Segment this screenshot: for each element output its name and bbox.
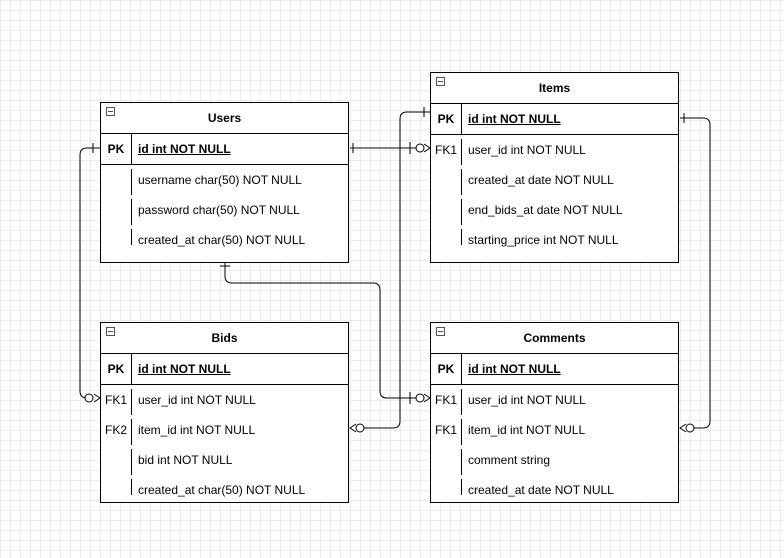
- field-label: item_id int NOT NULL: [138, 423, 256, 437]
- users-header: Users: [101, 103, 348, 134]
- field-label: password char(50) NOT NULL: [138, 203, 300, 217]
- rel-users-items[interactable]: [350, 142, 431, 154]
- key-label: [431, 195, 461, 225]
- table-title: Users: [207, 111, 242, 125]
- key-label: [101, 475, 131, 505]
- items-header: Items: [431, 73, 678, 104]
- rel-users-comments[interactable]: [220, 263, 431, 404]
- field-row[interactable]: FK1 user_id int NOT NULL: [431, 385, 678, 415]
- column-divider: [461, 389, 462, 415]
- key-label: FK1: [434, 143, 457, 157]
- column-divider: [131, 479, 132, 495]
- column-divider: [131, 134, 132, 164]
- key-label: [101, 165, 131, 195]
- table-title: Bids: [211, 331, 238, 345]
- field-label: starting_price int NOT NULL: [468, 233, 619, 247]
- column-divider: [461, 169, 462, 195]
- field-row[interactable]: end_bids_at date NOT NULL: [431, 195, 678, 225]
- column-divider: [461, 354, 462, 384]
- field-label: username char(50) NOT NULL: [138, 173, 302, 187]
- table-title: Items: [538, 81, 571, 95]
- field-label: item_id int NOT NULL: [468, 423, 586, 437]
- primary-key-row[interactable]: PK id int NOT NULL: [101, 354, 348, 385]
- field-row[interactable]: FK1 item_id int NOT NULL: [431, 415, 678, 445]
- collapse-icon[interactable]: [436, 77, 445, 86]
- rel-items-bids[interactable]: [349, 107, 430, 433]
- field-label: user_id int NOT NULL: [468, 393, 586, 407]
- column-divider: [131, 389, 132, 415]
- key-label: PK: [437, 362, 455, 376]
- key-label: [431, 475, 461, 505]
- column-divider: [131, 169, 132, 195]
- key-label: [101, 445, 131, 475]
- field-row[interactable]: comment string: [431, 445, 678, 475]
- column-divider: [131, 419, 132, 445]
- column-divider: [461, 104, 462, 134]
- field-row[interactable]: FK2 item_id int NOT NULL: [101, 415, 348, 445]
- primary-key-row[interactable]: PK id int NOT NULL: [431, 354, 678, 385]
- key-label: FK2: [104, 423, 127, 437]
- field-row[interactable]: created_at date NOT NULL: [431, 475, 678, 505]
- field-row[interactable]: FK1 user_id int NOT NULL: [431, 135, 678, 165]
- key-label: PK: [437, 112, 455, 126]
- key-label: FK1: [434, 393, 457, 407]
- key-label: [101, 195, 131, 225]
- table-title: Comments: [523, 331, 586, 345]
- field-row[interactable]: username char(50) NOT NULL: [101, 165, 348, 195]
- field-label: user_id int NOT NULL: [468, 143, 586, 157]
- field-row[interactable]: created_at char(50) NOT NULL: [101, 225, 348, 255]
- field-label: bid int NOT NULL: [138, 453, 233, 467]
- column-divider: [131, 354, 132, 384]
- column-divider: [131, 449, 132, 475]
- rel-users-bids[interactable]: [79, 143, 101, 403]
- field-row[interactable]: created_at char(50) NOT NULL: [101, 475, 348, 505]
- field-label: created_at date NOT NULL: [468, 483, 614, 497]
- rel-items-comments[interactable]: [679, 113, 711, 433]
- key-label: [101, 225, 131, 255]
- key-label: [431, 445, 461, 475]
- field-label: user_id int NOT NULL: [138, 393, 256, 407]
- field-row[interactable]: password char(50) NOT NULL: [101, 195, 348, 225]
- column-divider: [131, 199, 132, 225]
- column-divider: [461, 229, 462, 245]
- key-label: PK: [107, 142, 125, 156]
- column-divider: [461, 199, 462, 225]
- key-label: [431, 225, 461, 255]
- column-divider: [461, 479, 462, 495]
- collapse-icon[interactable]: [106, 327, 115, 336]
- field-label: created_at date NOT NULL: [468, 173, 614, 187]
- field-label: id int NOT NULL: [468, 362, 561, 376]
- field-label: created_at char(50) NOT NULL: [138, 233, 306, 247]
- key-label: FK1: [434, 423, 457, 437]
- primary-key-row[interactable]: PK id int NOT NULL: [101, 134, 348, 165]
- column-divider: [461, 139, 462, 165]
- field-row[interactable]: FK1 user_id int NOT NULL: [101, 385, 348, 415]
- bids-header: Bids: [101, 323, 348, 354]
- collapse-icon[interactable]: [436, 327, 445, 336]
- primary-key-row[interactable]: PK id int NOT NULL: [431, 104, 678, 135]
- key-label: [431, 165, 461, 195]
- column-divider: [461, 419, 462, 445]
- field-row[interactable]: starting_price int NOT NULL: [431, 225, 678, 255]
- field-label: created_at char(50) NOT NULL: [138, 483, 306, 497]
- key-label: PK: [107, 362, 125, 376]
- key-label: FK1: [104, 393, 127, 407]
- field-row[interactable]: created_at date NOT NULL: [431, 165, 678, 195]
- field-label: id int NOT NULL: [138, 362, 231, 376]
- column-divider: [461, 449, 462, 475]
- collapse-icon[interactable]: [106, 107, 115, 116]
- field-label: comment string: [468, 453, 551, 467]
- column-divider: [131, 229, 132, 245]
- field-label: id int NOT NULL: [468, 112, 561, 126]
- comments-header: Comments: [431, 323, 678, 354]
- field-label: end_bids_at date NOT NULL: [468, 203, 623, 217]
- field-label: id int NOT NULL: [138, 142, 231, 156]
- field-row[interactable]: bid int NOT NULL: [101, 445, 348, 475]
